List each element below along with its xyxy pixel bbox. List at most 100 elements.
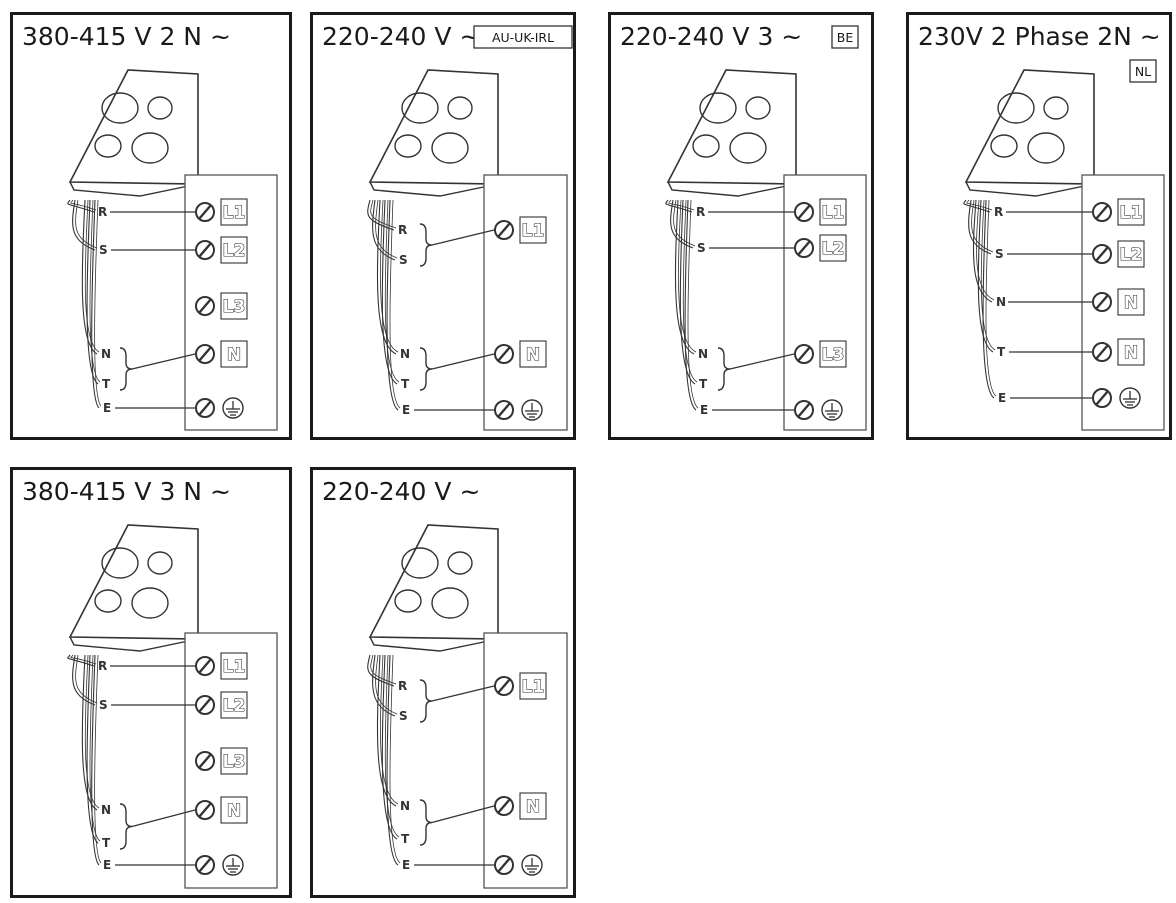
terminal-screw-icon (494, 855, 514, 875)
terminal-screw-icon (195, 695, 215, 715)
terminal-label-box (220, 747, 248, 775)
wire-label: R (98, 659, 107, 673)
cable-wire (674, 199, 695, 355)
terminal-label-box (220, 198, 248, 226)
wire-label: T (102, 836, 111, 850)
terminal-label-box (220, 236, 248, 264)
terminal-label: N (227, 345, 241, 365)
cable-wire-shadow (84, 654, 100, 809)
terminal-label-box (819, 234, 847, 262)
wire-connection (431, 685, 495, 702)
hob-icon (368, 69, 499, 197)
cable-wire (91, 199, 100, 409)
cable-wire (684, 199, 697, 411)
cable-wire (367, 199, 395, 231)
terminal-label: L1 (223, 203, 246, 223)
cable-wire-shadow (682, 199, 698, 383)
hob-burner (401, 547, 439, 579)
earth-ground-icon (821, 399, 843, 421)
terminal-label-box (220, 292, 248, 320)
cable-wire-shadow (985, 199, 997, 397)
earth-ground-icon (222, 397, 244, 419)
hob-burner (431, 132, 469, 164)
wire-label: N (101, 803, 111, 817)
terminal-screw-icon (195, 202, 215, 222)
terminal-label-box (819, 198, 847, 226)
wire-label: T (997, 345, 1006, 359)
terminal-label: L1 (522, 677, 545, 697)
region-badge-label: NL (1135, 64, 1151, 79)
panel-title: 230V 2 Phase 2N ~ (918, 22, 1161, 51)
hob-burner (1043, 96, 1069, 120)
cable-wire (679, 199, 696, 385)
hob-burner (1027, 132, 1065, 164)
terminal-label-box (819, 340, 847, 368)
terminal-label-box (220, 691, 248, 719)
region-badge-label: AU-UK-IRL (492, 30, 554, 45)
panel-title: 220-240 V ~ (322, 22, 480, 51)
wire-label: S (399, 709, 408, 723)
wire-label: R (696, 205, 705, 219)
terminal-screw-icon (195, 855, 215, 875)
wire-connection (131, 353, 196, 370)
wire-label: E (700, 403, 708, 417)
hob-burner (101, 547, 139, 579)
terminal-label: L1 (1120, 203, 1143, 223)
panel-title: 220-240 V ~ (322, 477, 480, 506)
hob-burner (990, 134, 1018, 158)
wire-label: N (101, 347, 111, 361)
terminal-screw-icon (195, 240, 215, 260)
cable-wire-shadow (976, 199, 995, 301)
hob-burner (729, 132, 767, 164)
hob-icon (368, 524, 499, 652)
cable-wire-shadow (370, 654, 397, 685)
earth-ground-icon (521, 399, 543, 421)
terminal-block (483, 174, 568, 431)
terminal-label: N (1124, 293, 1138, 313)
hob-burner (997, 92, 1035, 124)
hob-burner (699, 92, 737, 124)
wire-connection (431, 805, 495, 824)
terminal-screw-icon (494, 796, 514, 816)
terminal-label-box (220, 652, 248, 680)
terminal-screw-icon (1092, 244, 1112, 264)
terminal-label: N (227, 801, 241, 821)
cable-wire (367, 654, 395, 687)
cable-wire (376, 654, 397, 807)
cable-wire (86, 199, 99, 385)
cable-wire-shadow (384, 654, 400, 838)
wire-label: T (102, 377, 111, 391)
hob-edge (369, 636, 499, 652)
wire-label: S (697, 241, 706, 255)
terminal-label-box (220, 796, 248, 824)
terminal-screw-icon (1092, 342, 1112, 362)
region-badge-box (473, 25, 573, 49)
wire-connection (729, 353, 795, 370)
cable-wire-shadow (75, 199, 98, 249)
terminal-label: N (526, 797, 540, 817)
terminal-label-box (519, 340, 547, 368)
wire-label: N (400, 799, 410, 813)
cable-wire (977, 199, 994, 353)
cable-wire-shadow (384, 199, 400, 383)
hob-edge (369, 181, 499, 197)
hob-burner (447, 96, 473, 120)
wire-label: S (99, 243, 108, 257)
terminal-label-box (1117, 240, 1145, 268)
wire-label: E (402, 858, 410, 872)
wire-label: R (98, 205, 107, 219)
terminal-screw-icon (195, 296, 215, 316)
cable-wire (91, 654, 100, 866)
terminal-screw-icon (195, 656, 215, 676)
wire-label: E (402, 403, 410, 417)
panel-title: 220-240 V 3 ~ (620, 22, 802, 51)
cable-wire-shadow (89, 199, 101, 383)
hob-burner (131, 132, 169, 164)
wire-label: T (699, 377, 708, 391)
terminal-screw-icon (794, 344, 814, 364)
